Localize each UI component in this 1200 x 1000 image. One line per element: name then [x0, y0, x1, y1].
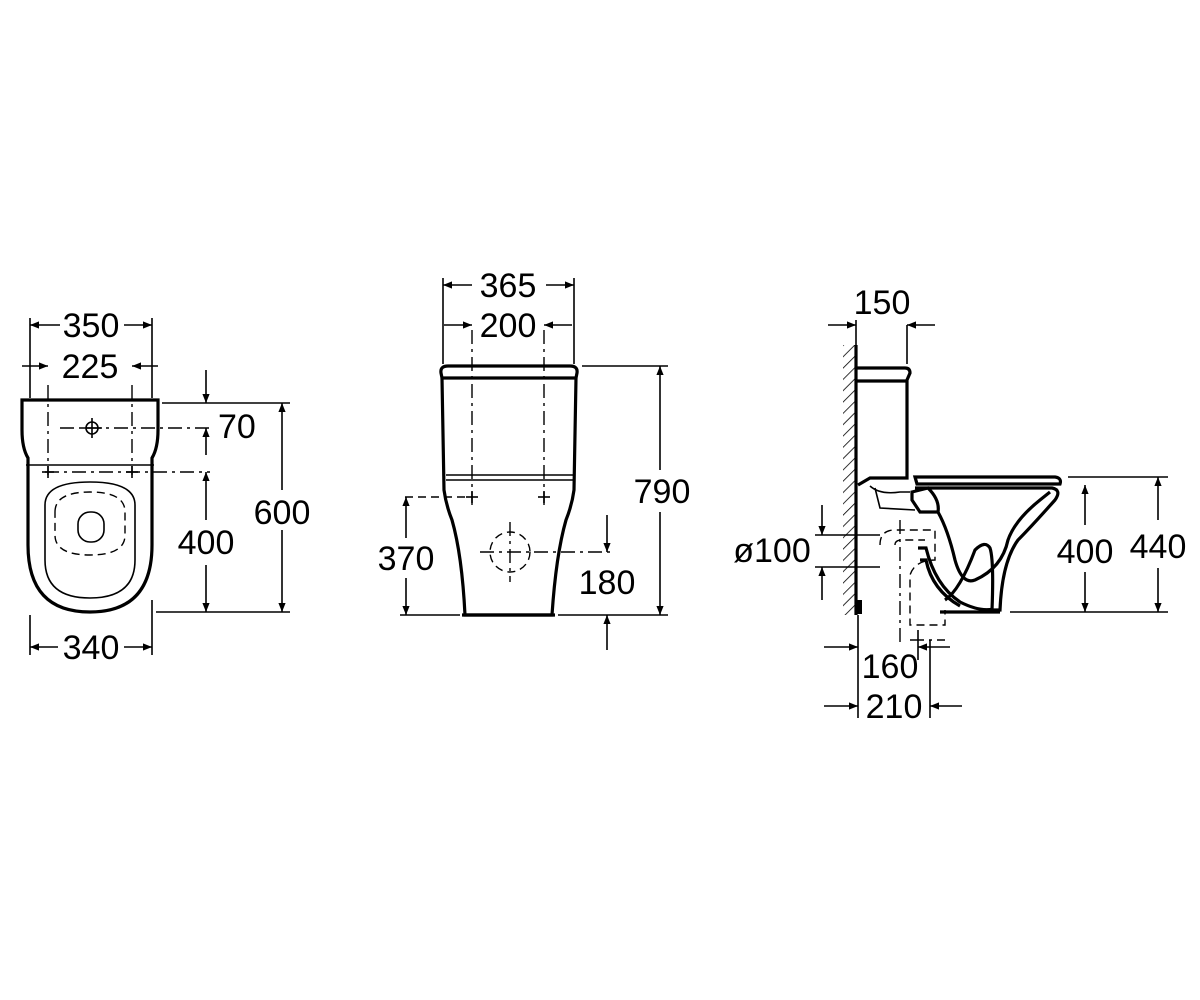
- dim-top-base-width: 340: [63, 629, 120, 667]
- dim-front-width: 365: [480, 267, 537, 305]
- side-view: 150 ø100 400 440 160 210: [733, 284, 1186, 726]
- front-view: 365 200 790 370 180: [378, 267, 691, 650]
- dim-side-outlet-to-wall-outer: 210: [866, 688, 923, 726]
- top-view-outline: [20, 398, 160, 614]
- dim-front-height: 790: [634, 473, 691, 511]
- dim-top-width: 350: [63, 307, 120, 345]
- bowl-opening: [77, 511, 105, 543]
- wall-hatching: [843, 345, 855, 615]
- fixing-point-icon: [42, 466, 54, 478]
- seat-outline: [44, 481, 136, 599]
- dim-front-fixing-spacing: 200: [480, 307, 537, 345]
- dim-top-fixing-to-front: 400: [178, 524, 235, 562]
- fixing-point-icon: [466, 491, 478, 503]
- dim-side-rim-height-overall: 440: [1130, 528, 1187, 566]
- outlet-icon: [480, 522, 610, 582]
- dim-side-rim-height-inner: 400: [1057, 533, 1114, 571]
- water-inlet-icon: [82, 418, 102, 438]
- fixing-point-icon: [538, 491, 550, 503]
- dim-top-depth: 600: [254, 494, 311, 532]
- top-view: 350 225 70 400 600 340: [20, 307, 311, 667]
- dim-top-fixing-spacing: 225: [62, 348, 119, 386]
- dim-front-outlet-height: 180: [579, 564, 636, 602]
- side-seat: [912, 475, 1063, 486]
- fixing-point-icon: [126, 466, 138, 478]
- bowl-outline: [54, 491, 126, 556]
- dim-side-outlet-to-wall: 160: [862, 648, 919, 686]
- dim-side-cistern-depth: 150: [854, 284, 911, 322]
- side-bowl: [910, 486, 940, 514]
- cistern-lid: [439, 364, 579, 380]
- dim-front-fixing-height: 370: [378, 540, 435, 578]
- dim-side-outlet-diameter: ø100: [733, 532, 811, 570]
- side-outlet: [879, 529, 946, 626]
- side-cistern: [856, 366, 912, 487]
- dim-top-fixing-offset: 70: [218, 408, 256, 446]
